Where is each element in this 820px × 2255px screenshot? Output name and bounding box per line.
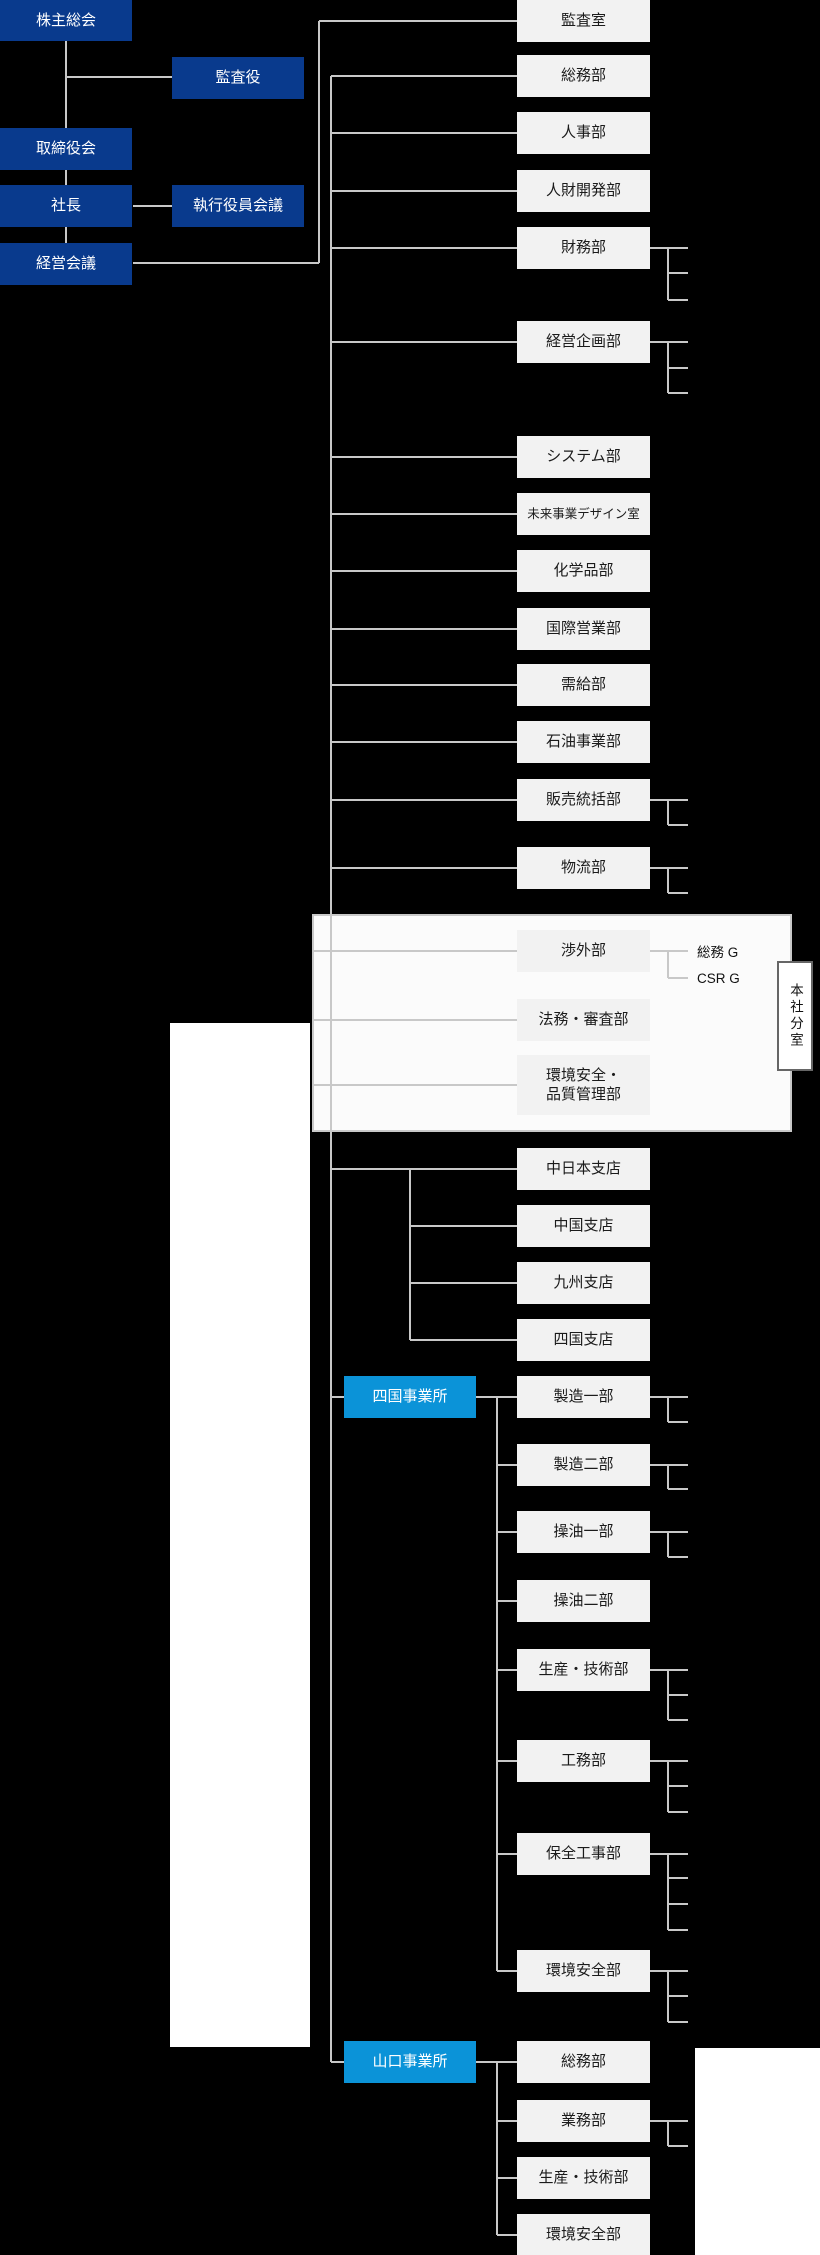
node-yamaguchi-office: 山口事業所	[344, 2041, 476, 2083]
node-president: 社長	[0, 185, 132, 227]
node-personnel-dept: 人事部	[517, 112, 650, 154]
node-management-council: 経営会議	[0, 243, 132, 285]
node-manufacturing-2-dept: 製造二部	[517, 1444, 650, 1486]
node-shikoku-office: 四国事業所	[344, 1376, 476, 1418]
node-general-affairs-dept: 総務部	[517, 55, 650, 97]
node-naka-nihon-branch: 中日本支店	[517, 1148, 650, 1190]
node-audit-and-supervisory-board: 監査役	[172, 57, 304, 99]
node-logistics-dept: 物流部	[517, 847, 650, 889]
node-general-affairs-group: 総務 G	[697, 945, 739, 960]
node-sales-supervision-dept: 販売統括部	[517, 779, 650, 821]
node-future-business-design-office: 未来事業デザイン室	[517, 493, 650, 535]
node-hr-development-dept: 人財開発部	[517, 170, 650, 212]
node-legal-examination-dept: 法務・審査部	[517, 999, 650, 1041]
node-external-affairs-dept: 渉外部	[517, 930, 650, 972]
node-finance-dept: 財務部	[517, 227, 650, 269]
node-kyushu-branch: 九州支店	[517, 1262, 650, 1304]
node-chemicals-dept: 化学品部	[517, 550, 650, 592]
node-environment-safety-dept-yamaguchi: 環境安全部	[517, 2214, 650, 2255]
node-petroleum-business-dept: 石油事業部	[517, 721, 650, 763]
node-engineering-dept: 工務部	[517, 1740, 650, 1782]
node-general-affairs-dept-yamaguchi: 総務部	[517, 2041, 650, 2083]
node-business-operations-dept: 業務部	[517, 2100, 650, 2142]
node-international-sales-dept: 国際営業部	[517, 608, 650, 650]
node-csr-group: CSR G	[697, 970, 740, 986]
node-production-technology-dept-yamaguchi: 生産・技術部	[517, 2157, 650, 2199]
node-production-technology-dept: 生産・技術部	[517, 1649, 650, 1691]
node-head-office-annex: 本社分室	[777, 961, 813, 1071]
node-environment-safety-quality-dept: 環境安全・品質管理部	[517, 1055, 650, 1115]
node-manufacturing-1-dept: 製造一部	[517, 1376, 650, 1418]
node-executive-officers-council: 執行役員会議	[172, 185, 304, 227]
node-supply-demand-dept: 需給部	[517, 664, 650, 706]
node-audit-office: 監査室	[517, 0, 650, 42]
node-corporate-planning-dept: 経営企画部	[517, 321, 650, 363]
node-environment-safety-dept-shikoku: 環境安全部	[517, 1950, 650, 1992]
node-shareholders-meeting: 株主総会	[0, 0, 132, 41]
node-system-dept: システム部	[517, 436, 650, 478]
node-shikoku-branch: 四国支店	[517, 1319, 650, 1361]
node-oil-operations-2-dept: 操油二部	[517, 1580, 650, 1622]
node-maintenance-construction-dept: 保全工事部	[517, 1833, 650, 1875]
left-white-strip	[170, 1023, 310, 2047]
bottom-right-white-block	[695, 2048, 820, 2255]
node-oil-operations-1-dept: 操油一部	[517, 1511, 650, 1553]
node-board-of-directors: 取締役会	[0, 128, 132, 170]
node-chugoku-branch: 中国支店	[517, 1205, 650, 1247]
